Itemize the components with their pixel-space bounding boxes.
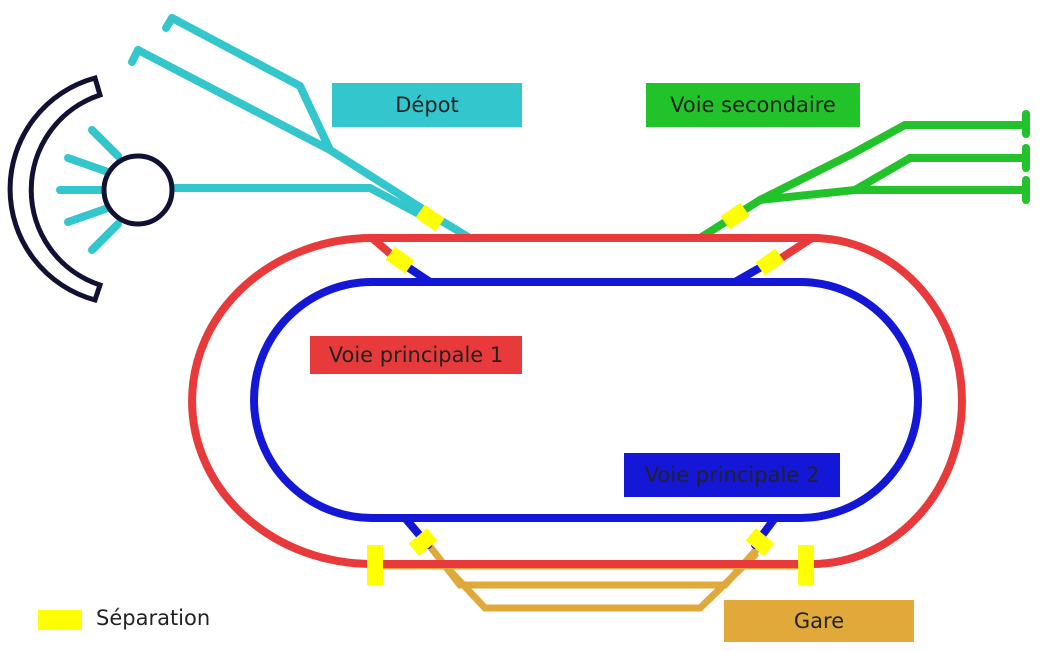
station-tracks	[371, 536, 812, 612]
depot-label: Dépot	[332, 83, 522, 127]
secondary-label: Voie secondaire	[646, 83, 860, 127]
separator-station-left	[367, 545, 383, 585]
secondary-tracks	[696, 110, 1030, 242]
separator-station-switch-left	[408, 528, 438, 556]
separators	[367, 202, 814, 585]
turntable	[7, 74, 175, 304]
main-track-2	[250, 258, 922, 549]
main-2-label: Voie principale 2	[624, 453, 840, 497]
separator-secondary	[720, 202, 750, 230]
separator-station-switch-right	[745, 528, 775, 556]
separator-depot	[415, 204, 445, 232]
separator-inner-left	[385, 246, 415, 274]
separator-station-right	[798, 545, 814, 585]
main-1-label: Voie principale 1	[310, 336, 522, 374]
station-label: Gare	[724, 600, 914, 642]
legend-separation-swatch	[38, 610, 82, 630]
separator-inner-right	[755, 248, 785, 276]
depot-tracks	[56, 14, 474, 254]
legend-separation-label: Séparation	[96, 606, 211, 630]
